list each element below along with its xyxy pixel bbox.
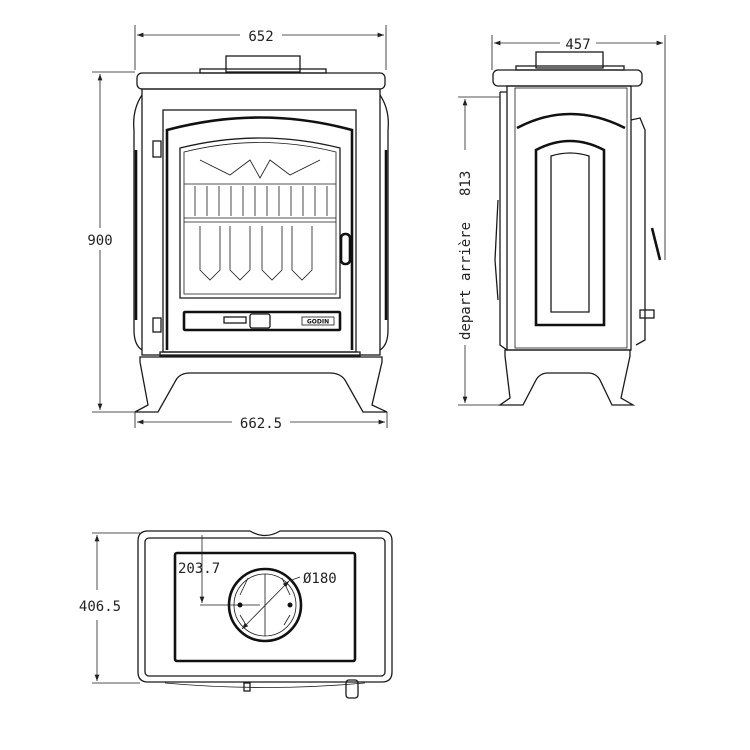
brand-logo — [301, 316, 335, 326]
brand-logo-text: GODIN — [307, 319, 329, 326]
hinge-icon — [152, 140, 162, 158]
hinge-icon — [152, 317, 162, 333]
front-base-width-label: 662.5 — [240, 416, 282, 432]
rear-outlet-label: depart arrière — [458, 222, 474, 340]
door-handle-icon — [339, 232, 352, 266]
rear-outlet-height-label: 813 — [458, 171, 474, 196]
side-view: 457 depart arrière 813 — [458, 35, 666, 406]
top-view: 406.5 203.7 Ø180 — [79, 530, 393, 699]
front-height-label: 900 — [87, 233, 112, 249]
front-width-label: 652 — [248, 29, 273, 45]
fire-grate — [184, 159, 336, 281]
side-depth-label: 457 — [565, 37, 590, 53]
top-depth-label: 406.5 — [79, 599, 121, 615]
flue-offset-label: 203.7 — [178, 561, 220, 577]
side-handle-icon — [650, 227, 662, 261]
flue-diameter-label: Ø180 — [303, 571, 337, 587]
front-view: 652 900 662.5 — [87, 25, 389, 432]
air-control-panel — [182, 310, 342, 332]
